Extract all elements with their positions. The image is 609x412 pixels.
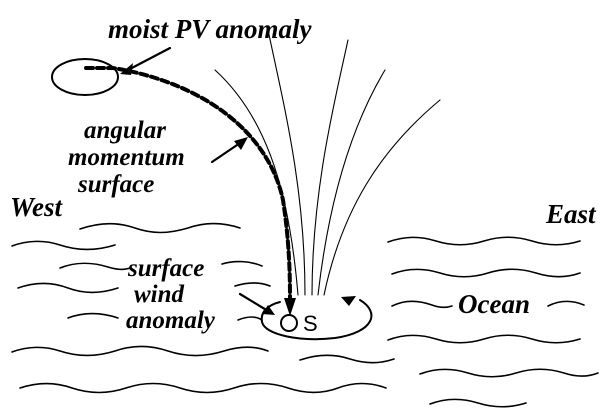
wave — [59, 262, 131, 271]
wave — [19, 382, 387, 394]
angular-momentum-label-line2: momentum — [68, 144, 185, 171]
outflow-curve-4 — [317, 69, 386, 296]
wave — [234, 282, 271, 287]
outflow-curve-3 — [311, 39, 349, 296]
am-pointer-arrow-head — [234, 137, 248, 150]
wave — [387, 236, 581, 246]
angular-momentum-surface-dashed-line — [84, 66, 292, 302]
angular-momentum-label-line3: surface — [77, 171, 154, 198]
surface-center-symbol: S — [303, 311, 318, 336]
moist-pv-anomaly-label: moist PV anomaly — [108, 14, 313, 44]
wave — [11, 345, 269, 357]
surface-wind-pointer-arrow-shaft — [238, 292, 270, 313]
east-label: East — [545, 199, 597, 229]
angular-momentum-label-line1: angular — [84, 117, 166, 144]
wave — [429, 398, 527, 408]
outflow-curves — [214, 29, 441, 296]
wave — [391, 300, 453, 309]
surface-wind-label-line3: anomaly — [126, 307, 216, 334]
am-pointer-arrow-shaft — [210, 141, 242, 164]
angular-momentum-surface-arrow-head — [284, 298, 296, 316]
wave — [237, 316, 263, 321]
wave — [17, 282, 119, 294]
wave — [387, 334, 581, 344]
wave — [221, 260, 263, 267]
wave — [419, 368, 599, 378]
ocean-waves — [11, 222, 599, 408]
surface-wind-pointer-arrow-head — [262, 305, 275, 315]
surface-circulation-arrow-head — [341, 296, 356, 306]
wave — [11, 240, 116, 251]
west-label: West — [10, 192, 63, 222]
moist-pv-ellipse — [51, 58, 119, 96]
wave — [299, 354, 395, 364]
outflow-curve-1 — [214, 69, 299, 296]
surface-wind-label-line2: wind — [134, 281, 185, 308]
surface-wind-label-line1: surface — [127, 255, 204, 282]
outflow-curve-5 — [323, 99, 441, 296]
wave — [79, 222, 241, 234]
outflow-curve-2 — [267, 29, 306, 296]
wave — [67, 312, 119, 319]
pv-pointer-arrow-shaft — [126, 46, 172, 72]
surface-center-circle — [280, 314, 298, 332]
wave — [391, 268, 581, 278]
wave — [547, 300, 585, 307]
ocean-label: Ocean — [458, 289, 530, 319]
